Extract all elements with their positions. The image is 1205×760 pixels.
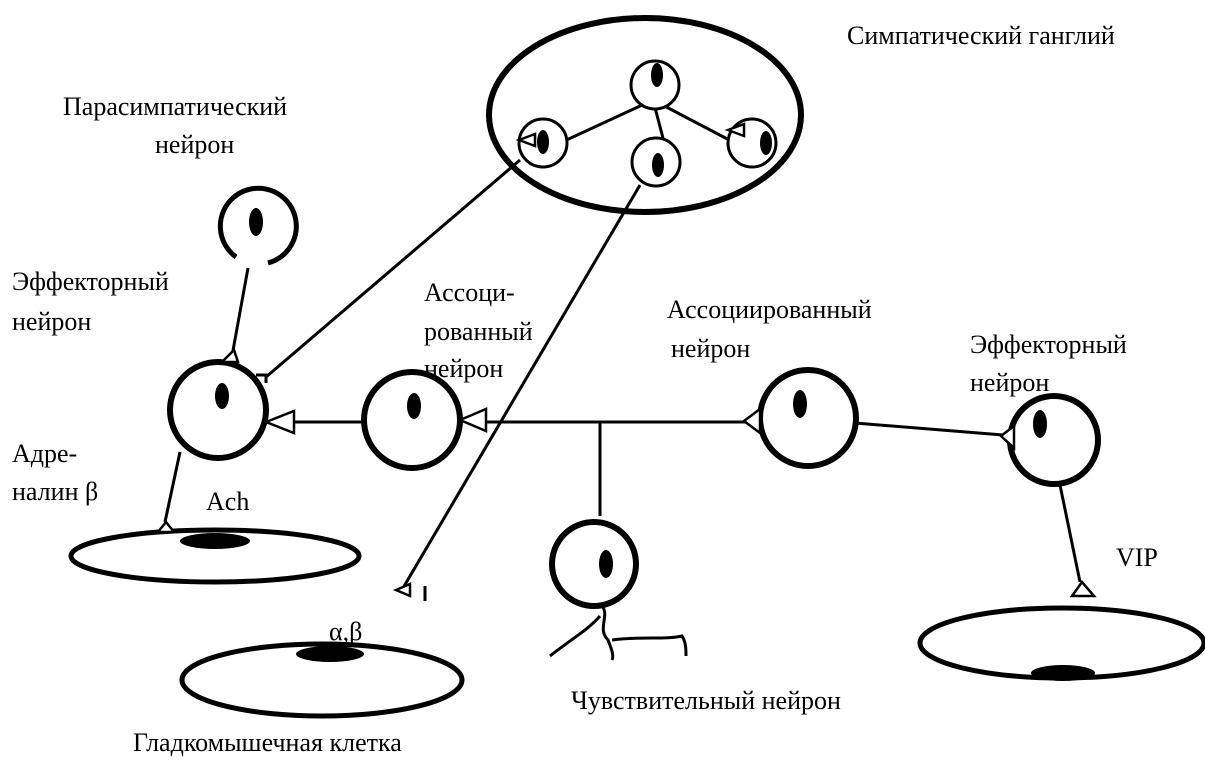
label-parasympathetic-neuron-1: Парасимпатический xyxy=(63,92,287,121)
label-vip: VIP xyxy=(1116,543,1158,572)
associated-neuron-right xyxy=(741,367,859,469)
effector-neuron-right xyxy=(999,393,1101,487)
sympathetic-ganglion xyxy=(486,15,804,215)
parasympathetic-neuron xyxy=(217,185,299,266)
label-associated-neuron-left-3: нейрон xyxy=(424,354,503,383)
smooth-muscle-cell-bottom xyxy=(179,582,465,719)
label-associated-neuron-right-1: Ассоциированный xyxy=(667,295,872,324)
label-adrenaline-1: Адре- xyxy=(12,439,77,468)
label-associated-neuron-left-1: Ассоци- xyxy=(424,278,515,307)
smooth-muscle-cell-left xyxy=(68,519,362,585)
label-adrenaline-2: налин β xyxy=(12,477,98,506)
associated-neuron-left xyxy=(361,369,488,471)
label-associated-neuron-left-2: рованный xyxy=(424,317,533,346)
smooth-muscle-cell-right xyxy=(917,579,1205,681)
label-ach: Ach xyxy=(206,487,249,516)
labels: Симпатический ганглий Парасимпатический … xyxy=(12,21,1158,757)
label-sensory-neuron: Чувствительный нейрон xyxy=(571,686,841,715)
label-effector-neuron-left-1: Эффекторный xyxy=(12,267,169,296)
label-associated-neuron-right-2: нейрон xyxy=(671,334,750,363)
effector-neuron-left xyxy=(167,347,296,461)
label-effector-neuron-left-2: нейрон xyxy=(12,307,91,336)
label-parasympathetic-neuron-2: нейрон xyxy=(155,130,234,159)
sensory-neuron xyxy=(549,519,688,661)
label-sympathetic-ganglion: Симпатический ганглий xyxy=(847,21,1115,50)
nerve-fibers xyxy=(163,158,1082,589)
label-alpha-beta: α,β xyxy=(329,617,362,646)
label-smooth-muscle-cell: Гладкомышечная клетка xyxy=(133,728,402,757)
label-effector-neuron-right-2: нейрон xyxy=(970,368,1049,397)
ganglion-outline xyxy=(486,15,804,215)
label-effector-neuron-right-1: Эффекторный xyxy=(970,330,1127,359)
